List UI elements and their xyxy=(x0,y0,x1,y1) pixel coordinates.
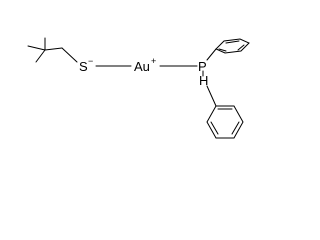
phosphorus-label: P xyxy=(198,59,207,74)
phenyl-ring-upper-inner-3 xyxy=(218,48,227,52)
phenyl-ring-lower xyxy=(206,105,244,139)
bond-ch2-s xyxy=(61,47,78,63)
phenyl-ring-lower-inner-2 xyxy=(231,121,240,135)
bond-h-phenyl-lower xyxy=(206,85,217,107)
phenyl-ring-lower-outline xyxy=(206,105,244,139)
bond-p-phenyl-upper xyxy=(206,48,217,61)
hydrogen-label: H xyxy=(199,73,208,88)
sulfur-label: S xyxy=(79,59,88,74)
sulfur-charge: − xyxy=(88,56,93,66)
gold-charge: + xyxy=(151,56,156,66)
bond-quaternary-ch2 xyxy=(44,47,63,51)
phenyl-ring-lower-inner-3 xyxy=(210,121,219,135)
phenyl-ring-upper xyxy=(206,38,250,61)
phenyl-ring-upper-inner-1 xyxy=(225,40,240,44)
phenyl-ring-upper-outline xyxy=(215,38,250,54)
bond-methyl-lower xyxy=(35,49,46,63)
phenyl-ring-upper-inner-2 xyxy=(237,44,245,51)
molecule-diagram: S − Au + P H xyxy=(27,37,250,139)
gold-label: Au xyxy=(134,59,150,74)
neopentyl-group xyxy=(27,37,78,63)
bond-methyl-left xyxy=(27,45,46,51)
